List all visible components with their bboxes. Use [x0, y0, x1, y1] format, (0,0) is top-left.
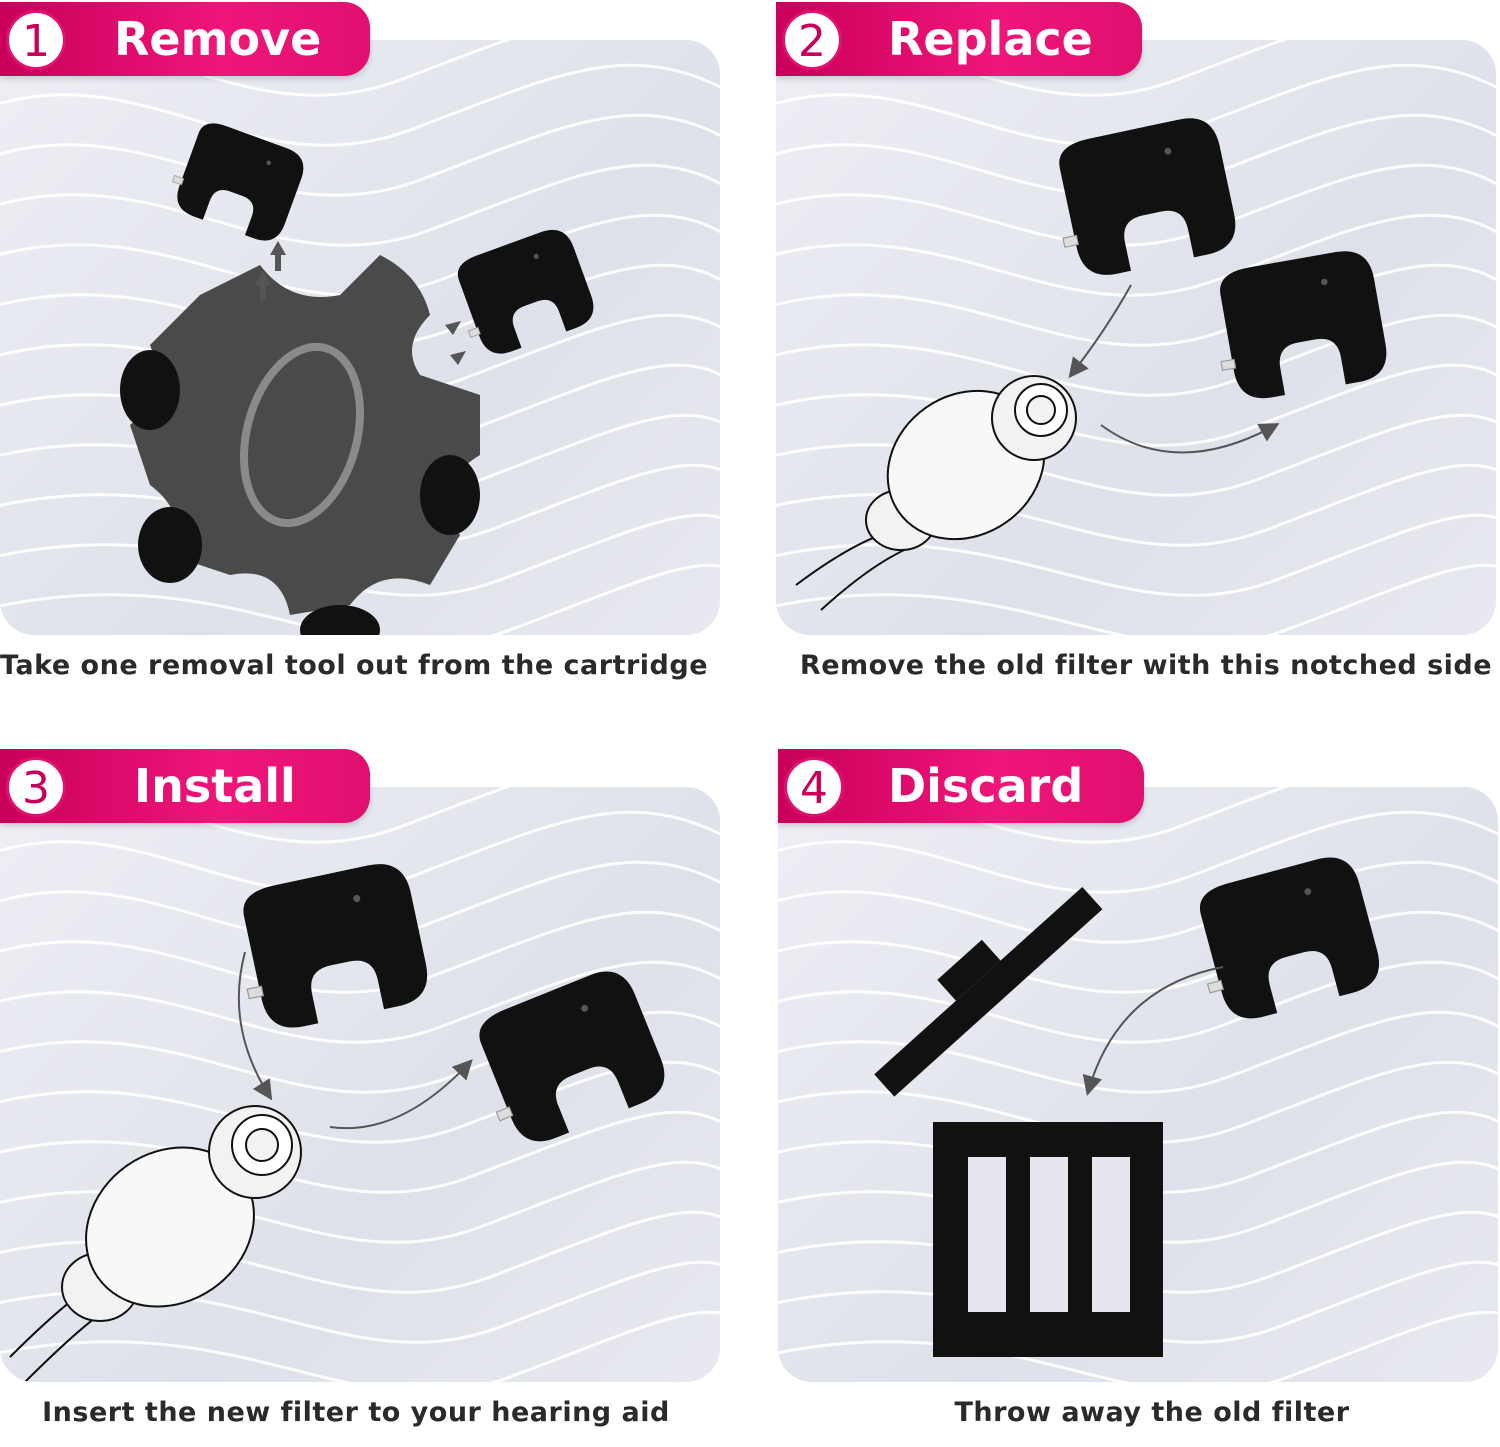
step-discard: 4 Discard Throw away the old filter	[778, 747, 1498, 1447]
step-panel	[778, 787, 1498, 1382]
step-title: Remove	[114, 12, 322, 66]
hearing-aid-receiver-icon	[795, 375, 1077, 611]
step-remove: 1 Remove Take one removal tool out from …	[0, 0, 720, 700]
step-number: 2	[782, 10, 842, 70]
filter-cartridge-icon	[120, 255, 480, 635]
step-title: Discard	[888, 759, 1084, 813]
step-number: 1	[6, 10, 66, 70]
step-replace: 2 Replace Remove the old filter with thi…	[776, 0, 1496, 700]
step-caption: Remove the old filter with this notched …	[799, 650, 1493, 681]
hearing-aid-receiver-icon	[9, 1105, 302, 1382]
arrow-icon	[255, 241, 466, 365]
step-panel	[0, 787, 720, 1382]
step-panel	[776, 40, 1496, 635]
step-number: 4	[784, 757, 844, 817]
trash-bin-icon	[874, 886, 1163, 1357]
step-badge: 1 Remove	[0, 2, 370, 76]
step-caption: Throw away the old filter	[954, 1397, 1350, 1428]
step-caption: Insert the new filter to your hearing ai…	[42, 1397, 670, 1428]
arrow-icon	[1082, 966, 1224, 1096]
step-badge: 2 Replace	[776, 2, 1142, 76]
step-number: 3	[6, 757, 66, 817]
arrow-icon	[237, 951, 473, 1130]
arrow-icon	[1068, 284, 1280, 454]
step-title: Replace	[888, 12, 1093, 66]
step-badge: 3 Install	[0, 749, 370, 823]
step-install: 3 Install Insert the new filter to your …	[0, 747, 720, 1447]
step-badge: 4 Discard	[778, 749, 1144, 823]
step-caption: Take one removal tool out from the cartr…	[0, 650, 709, 681]
step-title: Install	[134, 759, 296, 813]
step-panel	[0, 40, 720, 635]
removal-tool-icon	[163, 114, 601, 365]
